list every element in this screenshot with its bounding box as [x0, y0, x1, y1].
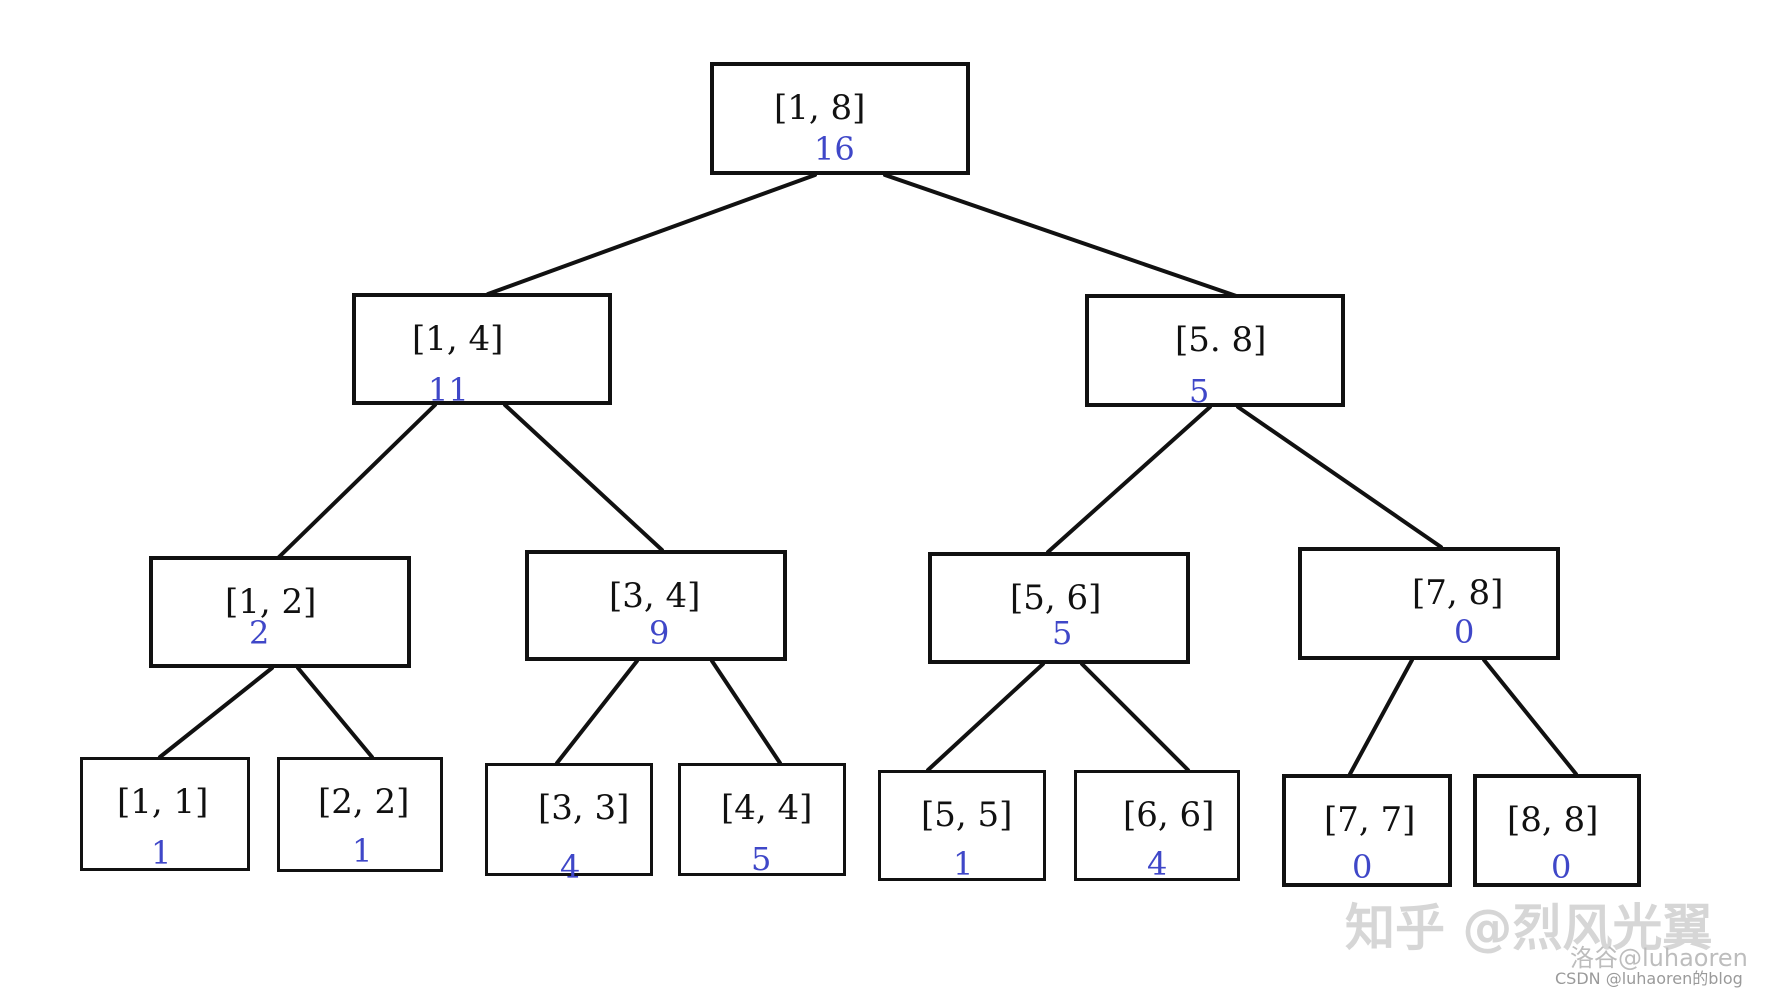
node-range-label: [3, 3]	[538, 788, 630, 828]
node-sum-value: 1	[151, 834, 172, 872]
tree-edge	[1482, 658, 1578, 776]
tree-node-n34: [3, 4]9	[525, 550, 787, 661]
tree-edge	[1236, 405, 1443, 549]
tree-edge	[486, 173, 817, 296]
node-range-label: [7, 8]	[1412, 573, 1504, 613]
node-range-label: [2, 2]	[318, 782, 410, 822]
node-range-label: [4, 4]	[721, 788, 813, 828]
node-sum-value: 5	[751, 840, 772, 878]
node-sum-value: 4	[1147, 845, 1168, 883]
tree-edge	[710, 659, 782, 765]
node-range-label: [7, 7]	[1324, 800, 1416, 840]
tree-node-n22: [2, 2] 1	[277, 757, 443, 872]
node-range-label: [8, 8]	[1507, 800, 1599, 840]
tree-node-n33: [3, 3] 4	[485, 763, 653, 886]
tree-edge	[1348, 658, 1414, 776]
tree-edge	[1046, 405, 1212, 554]
tree-edge	[276, 403, 437, 560]
tree-node-n44: [4, 4] 5	[678, 763, 846, 878]
node-sum-value: 0	[1454, 613, 1475, 651]
author-watermark: 洛谷@luhaoren	[1570, 944, 1748, 972]
tree-node-n14: [1, 4] 11	[352, 293, 612, 409]
node-range-label: [1, 8]	[774, 88, 866, 128]
tree-node-n88: [8, 8] 0	[1473, 774, 1641, 887]
tree-edge	[158, 666, 274, 759]
node-range-label: [3, 4]	[609, 576, 701, 616]
node-range-label: [6, 6]	[1123, 795, 1215, 835]
tree-node-n77: [7, 7] 0	[1282, 774, 1452, 887]
node-sum-value: 4	[560, 848, 581, 886]
tree-edge	[883, 173, 1250, 302]
node-range-label: [5. 8]	[1175, 320, 1267, 360]
tree-edge	[926, 662, 1045, 772]
tree-node-n12: [1, 2]2	[149, 556, 411, 668]
tree-edge	[503, 403, 664, 552]
tree-edge	[1080, 662, 1190, 772]
node-sum-value: 9	[649, 614, 670, 652]
node-sum-value: 2	[249, 614, 270, 652]
tree-node-n66: [6, 6] 4	[1074, 770, 1240, 883]
node-sum-value: 5	[1189, 372, 1210, 410]
tree-edge	[296, 666, 374, 759]
node-range-label: [1, 4]	[412, 319, 504, 359]
csdn-watermark: CSDN @luhaoren的blog	[1555, 969, 1743, 988]
node-sum-value: 5	[1052, 614, 1073, 652]
node-sum-value: 11	[428, 371, 469, 409]
zhihu-watermark: 知乎 @烈风光翼	[1345, 899, 1713, 957]
tree-node-n78: [7, 8]0	[1298, 547, 1560, 660]
tree-node-root: [1, 8]16	[710, 62, 970, 175]
node-sum-value: 1	[953, 845, 974, 883]
node-sum-value: 16	[814, 130, 855, 168]
node-sum-value: 1	[352, 832, 373, 870]
node-range-label: [1, 1]	[117, 782, 209, 822]
tree-node-n56: [5, 6]5	[928, 552, 1190, 664]
node-sum-value: 0	[1352, 848, 1373, 886]
tree-edge	[555, 659, 639, 765]
tree-node-n58: [5. 8] 5	[1085, 294, 1345, 410]
tree-node-n55: [5, 5] 1	[878, 770, 1046, 883]
node-sum-value: 0	[1551, 848, 1572, 886]
node-range-label: [5, 5]	[921, 795, 1013, 835]
node-range-label: [1, 2]	[225, 582, 317, 622]
tree-node-n11: [1, 1] 1	[80, 757, 250, 872]
node-range-label: [5, 6]	[1010, 578, 1102, 618]
